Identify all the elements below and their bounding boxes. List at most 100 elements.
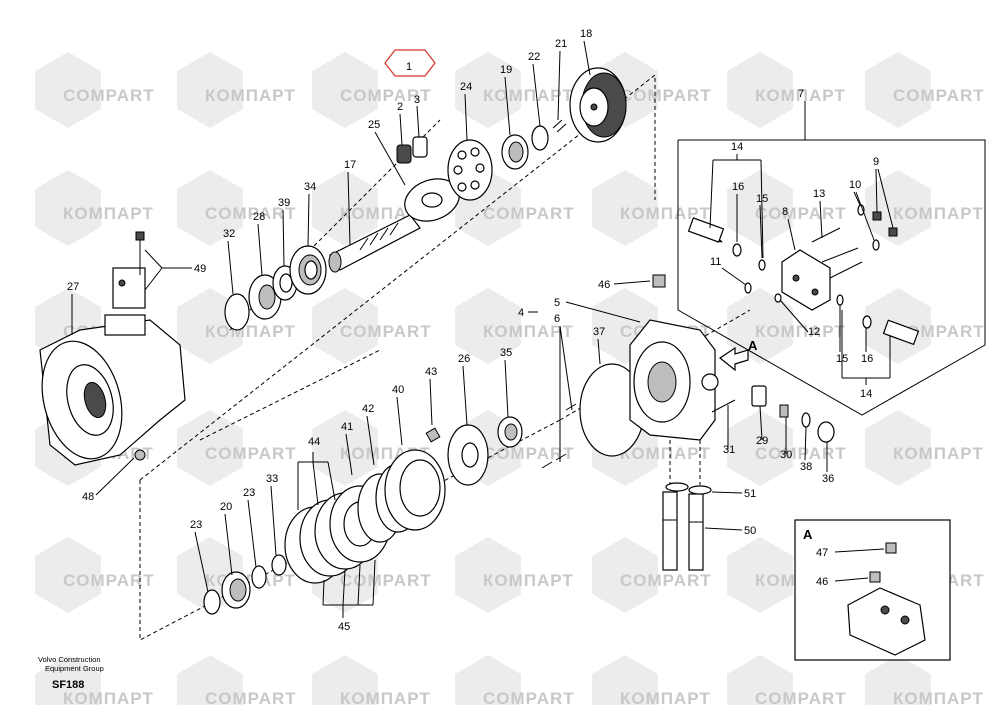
callout-31: 31	[723, 444, 735, 456]
leader-line	[759, 405, 763, 441]
watermark-text: КОМПАРТ	[893, 689, 984, 705]
leader-line	[144, 249, 163, 269]
valve-spool-50	[662, 491, 704, 571]
watermark-hexagon	[727, 288, 793, 364]
valve-block-8	[781, 249, 831, 311]
o-ring-12	[774, 293, 782, 303]
watermark-hexagon	[727, 537, 793, 613]
callout-11: 11	[710, 256, 721, 268]
callout-27: 27	[67, 281, 79, 293]
callout-8: 8	[782, 206, 788, 218]
leader-line	[257, 223, 263, 276]
o-ring-38	[801, 412, 811, 428]
bracket-block-49	[112, 231, 146, 309]
watermark-text: COMPART	[340, 571, 432, 590]
callout-19: 19	[500, 64, 512, 76]
leader-line	[342, 569, 346, 606]
watermark-hexagon	[592, 537, 658, 613]
callout-4: 4	[518, 307, 524, 319]
valve-plate-26	[447, 424, 489, 486]
callout-7: 7	[798, 88, 804, 100]
seal-28	[248, 274, 282, 320]
watermark-hexagon	[455, 52, 521, 128]
leader-line	[819, 200, 823, 239]
bolt-31	[711, 399, 736, 413]
leader-line	[312, 461, 319, 506]
leader-line	[345, 433, 353, 476]
bearing-34	[289, 245, 327, 295]
leader-line	[357, 564, 361, 606]
view-arrow	[718, 346, 749, 372]
callout-33: 33	[266, 473, 278, 485]
inset-view-a	[794, 519, 951, 661]
watermark-text: КОМПАРТ	[755, 322, 846, 341]
callout-15: 15	[756, 193, 768, 205]
callout-38: 38	[800, 461, 812, 473]
callout-24: 24	[460, 81, 472, 93]
cartridge-valve-left	[687, 217, 725, 243]
shoe-3	[412, 136, 428, 158]
leader-line	[270, 485, 277, 556]
o-ring-11	[744, 282, 752, 294]
bearing-35	[497, 416, 523, 448]
leader-line	[532, 63, 541, 127]
callout-41: 41	[341, 421, 353, 433]
leader-line	[855, 191, 875, 241]
callout-18: 18	[580, 28, 592, 40]
plug-29	[751, 385, 767, 407]
bearing-19	[501, 134, 529, 170]
leader-line	[347, 171, 351, 246]
swash-plate-25	[404, 178, 460, 222]
watermark-hexagon	[177, 655, 243, 705]
callout-28: 28	[253, 211, 265, 223]
callout-22: 22	[528, 51, 540, 63]
piston-2	[396, 144, 412, 164]
valve-group-frame	[677, 110, 986, 416]
callout-16: 16	[861, 353, 873, 365]
leader-lines	[71, 40, 894, 618]
callout-51: 51	[744, 488, 756, 500]
leader-line	[416, 105, 420, 138]
watermark-hexagon	[727, 410, 793, 486]
watermark-text: КОМПАРТ	[63, 204, 154, 223]
leader-line	[804, 426, 807, 461]
leader-line	[366, 415, 375, 466]
watermark-hexagon	[865, 170, 931, 246]
watermark-text: COMPART	[893, 86, 985, 105]
spring-20	[221, 571, 251, 609]
watermark-text: КОМПАРТ	[620, 689, 711, 705]
leader-line	[565, 301, 641, 323]
spring-30	[779, 404, 789, 418]
plug-46	[652, 274, 666, 288]
leader-line	[877, 168, 894, 229]
inset-label: A	[803, 527, 813, 542]
view-arrow-label: A	[748, 338, 758, 353]
callout-48: 48	[82, 491, 94, 503]
callout-1: 1	[406, 61, 412, 73]
leader-line	[704, 527, 743, 531]
leader-line	[247, 499, 257, 568]
leader-line	[282, 209, 285, 267]
leader-line	[613, 280, 651, 285]
callout-10: 10	[849, 179, 861, 191]
watermark-hexagon	[865, 52, 931, 128]
watermark-hexagon	[592, 655, 658, 705]
watermark-text: КОМПАРТ	[205, 322, 296, 341]
watermark-hexagon	[312, 288, 378, 364]
drive-shaft-17	[328, 214, 421, 273]
watermark-text: COMPART	[483, 444, 575, 463]
callout-32: 32	[223, 228, 235, 240]
callout-39: 39	[278, 197, 290, 209]
watermark-text: COMPART	[63, 571, 155, 590]
watermark-text: КОМПАРТ	[483, 322, 574, 341]
watermark-hexagon	[865, 655, 931, 705]
watermark-hexagon	[312, 52, 378, 128]
o-ring-51	[665, 482, 712, 495]
callout-23: 23	[243, 487, 255, 499]
leader-line	[711, 491, 743, 494]
callout-9: 9	[873, 156, 879, 168]
inset-callout-46: 46	[816, 576, 828, 588]
o-ring-16	[732, 243, 872, 329]
leader-line	[227, 240, 234, 295]
leader-line	[429, 378, 433, 426]
